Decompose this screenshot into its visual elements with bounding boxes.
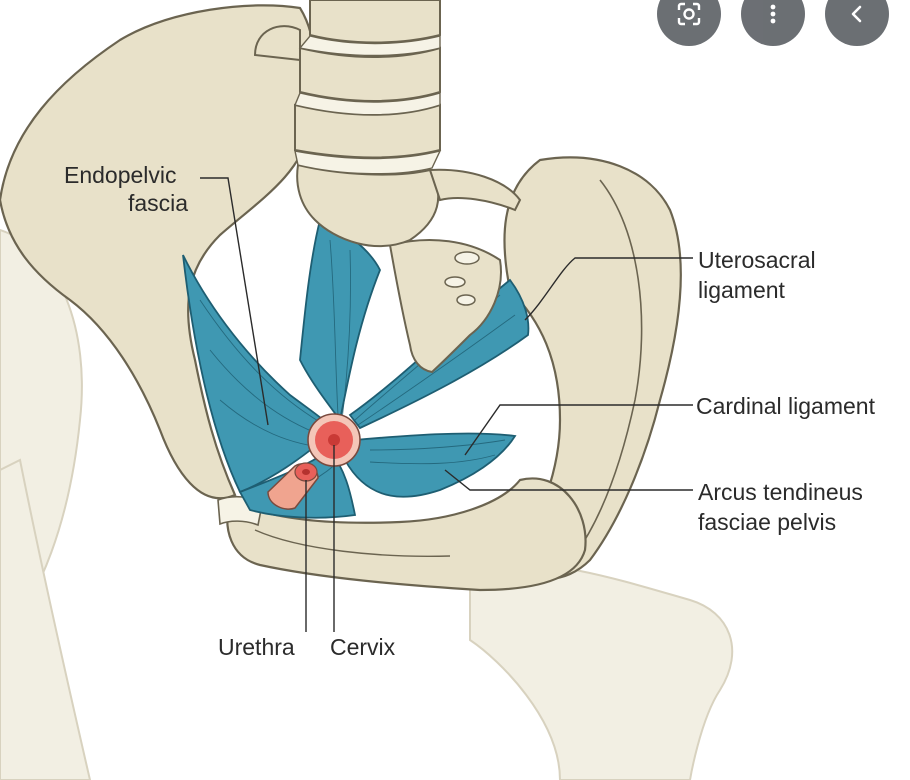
label-endopelvic-line1: Endopelvic [64,162,177,188]
pubic-arch [226,477,587,592]
background-bones [0,228,734,780]
label-urethra: Urethra [218,634,295,660]
cervix-marker [307,413,361,467]
label-arcus-line2: fasciae pelvis [698,509,837,535]
lens-icon [677,2,701,26]
leader-lines [200,177,693,632]
label-cardinal-ligament: Cardinal ligament [696,393,875,419]
label-endopelvic-line2: fascia [128,190,189,216]
label-uterosacral-line2: ligament [698,277,785,303]
label-cervix: Cervix [330,634,396,660]
more-vert-icon [770,4,776,24]
chevron-left-icon [851,5,862,23]
lumbar-spine [253,0,522,248]
label-arcus-line1: Arcus tendineus [698,479,863,505]
lens-button[interactable] [657,0,721,46]
sacrum [388,239,502,374]
label-uterosacral-line1: Uterosacral [698,247,816,273]
